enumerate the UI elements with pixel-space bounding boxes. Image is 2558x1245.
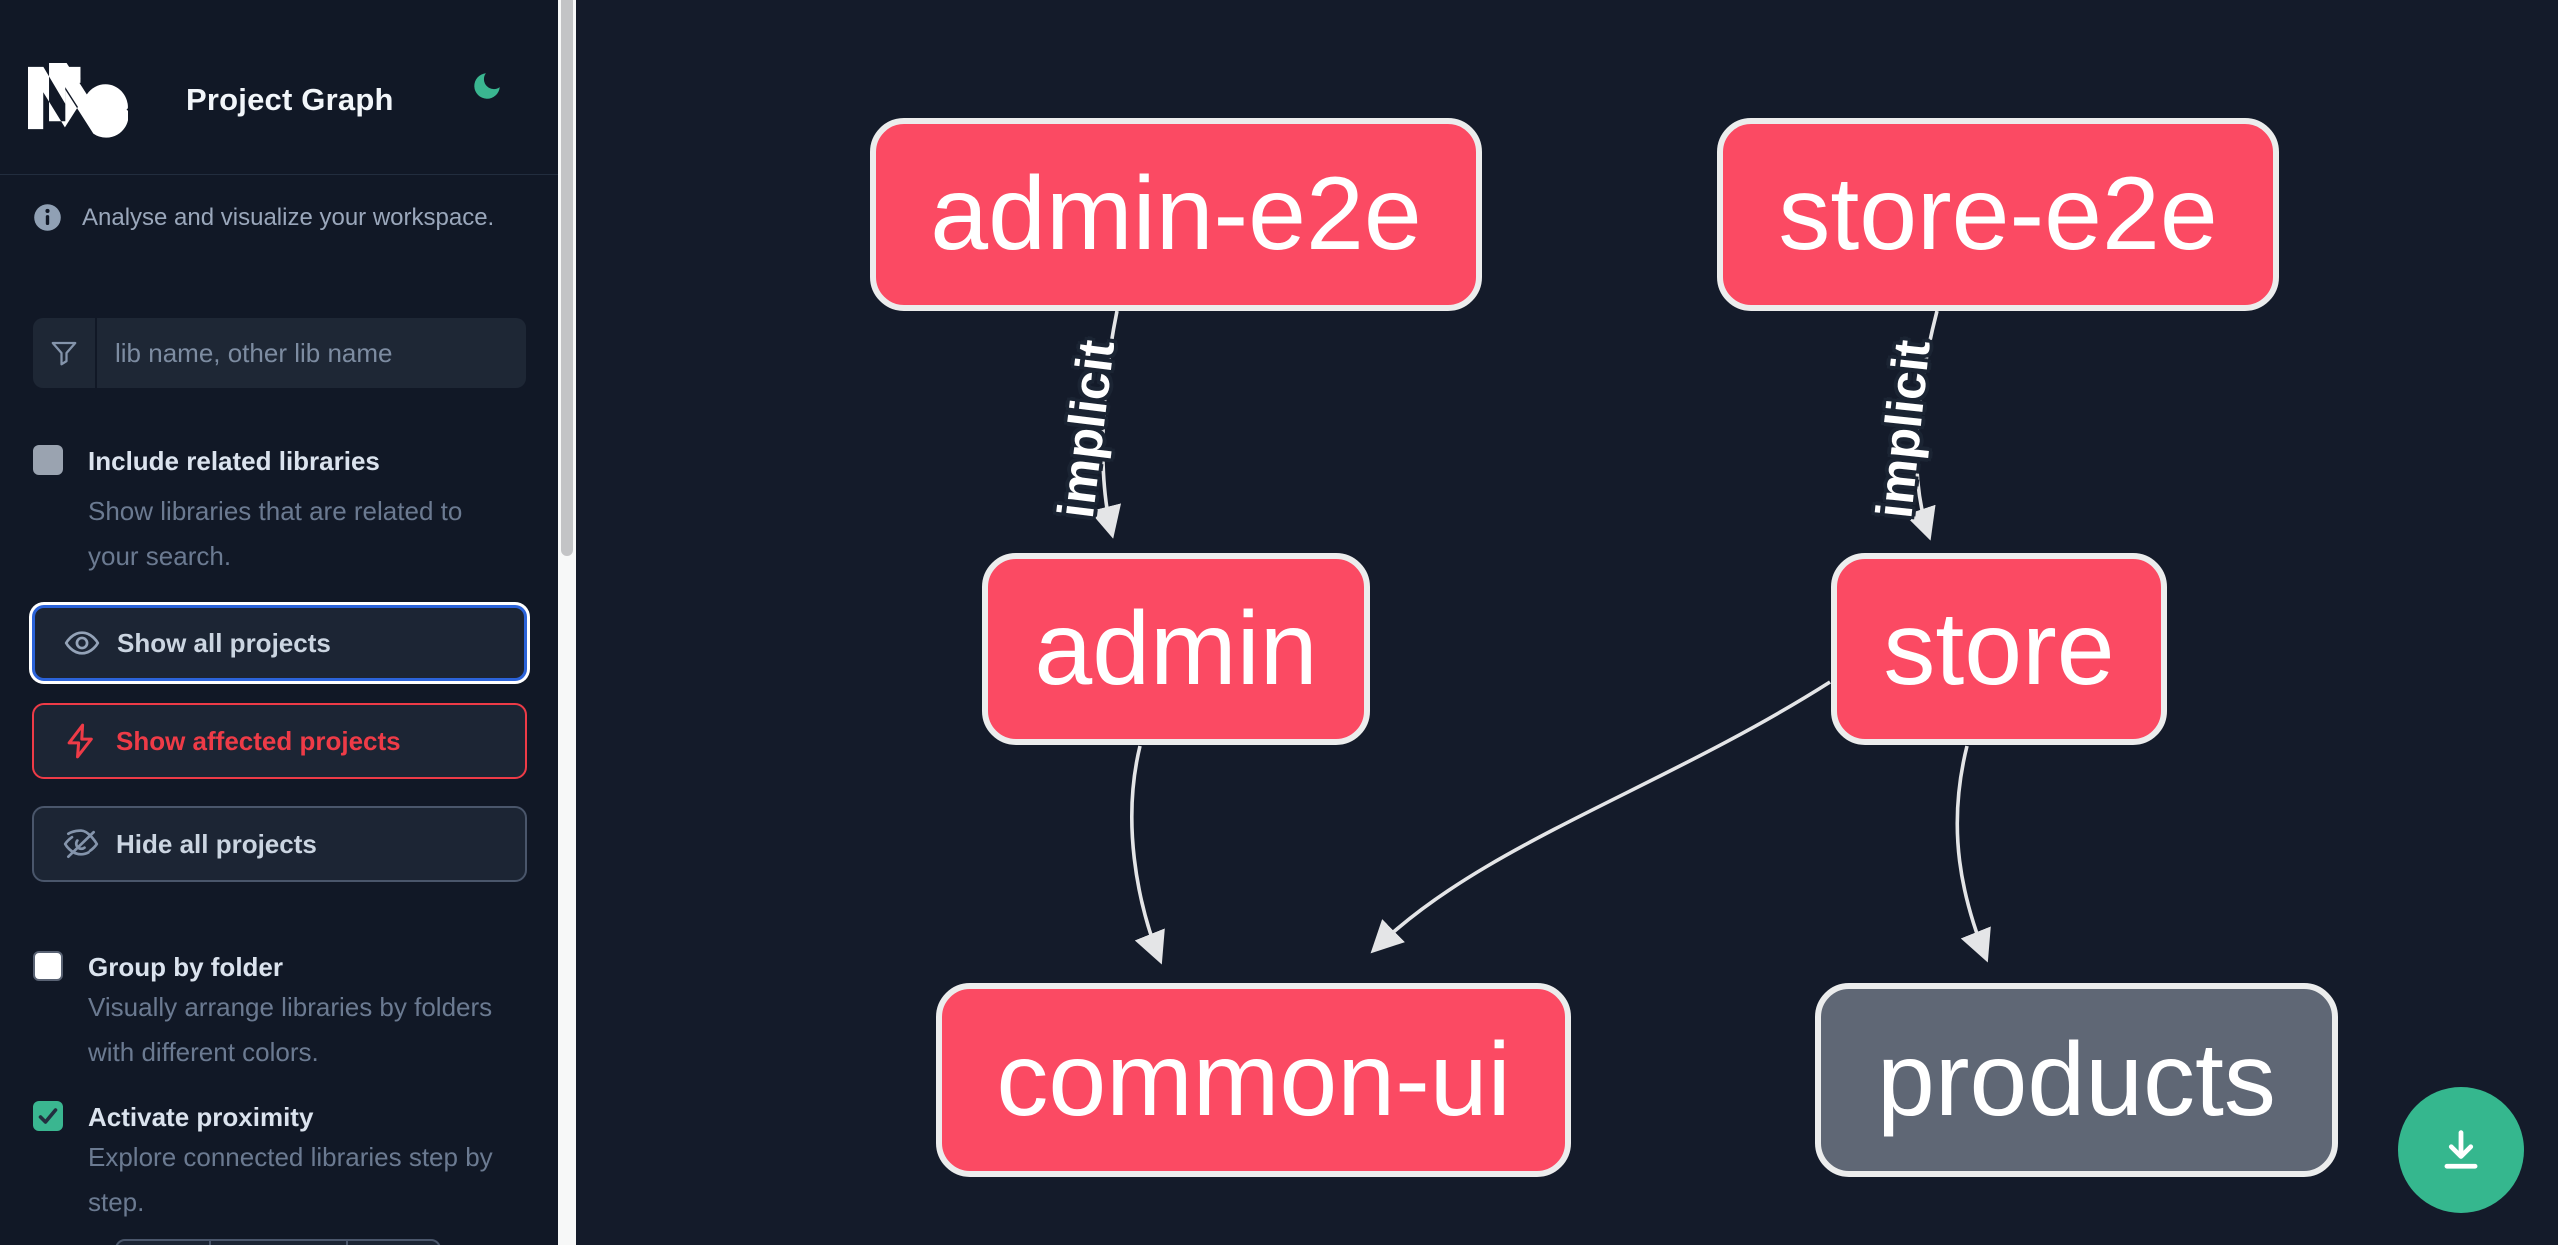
toggle-label: Activate proximity: [88, 1102, 314, 1132]
proximity-depth-stepper[interactable]: [115, 1239, 441, 1245]
stepper-value: [211, 1241, 348, 1245]
search-box: [33, 318, 526, 388]
hide-all-projects-button[interactable]: Hide all projects: [32, 806, 527, 882]
page-title: Project Graph: [186, 82, 394, 117]
graph-node-admin-e2e[interactable]: admin-e2e: [870, 118, 1482, 311]
eye-off-icon: [63, 829, 99, 859]
button-label: Show affected projects: [116, 725, 401, 756]
graph-node-store[interactable]: store: [1831, 553, 2167, 745]
nx-logo-icon: [28, 63, 128, 138]
sidebar: Project Graph Analyse and visualize your…: [0, 0, 558, 1245]
graph-node-common-ui[interactable]: common-ui: [936, 983, 1571, 1177]
theme-toggle-button[interactable]: [468, 68, 506, 106]
workspace-info: Analyse and visualize your workspace.: [33, 203, 494, 232]
info-icon: [34, 204, 61, 231]
sidebar-scrollbar-track[interactable]: [558, 0, 576, 1245]
toggle-description: Explore connected libraries step by step…: [88, 1142, 493, 1217]
eye-icon: [64, 631, 100, 655]
sidebar-scrollbar-thumb[interactable]: [561, 0, 573, 556]
info-text: Analyse and visualize your workspace.: [82, 203, 495, 231]
checkbox-include-related[interactable]: [33, 445, 63, 475]
stepper-increment[interactable]: [348, 1241, 439, 1245]
moon-icon: [474, 72, 500, 99]
filter-icon-cell: [33, 318, 97, 388]
bolt-icon: [67, 723, 93, 759]
graph-node-products[interactable]: products: [1815, 983, 2338, 1177]
show-affected-projects-button[interactable]: Show affected projects: [32, 703, 527, 779]
toggle-label: Group by folder: [88, 952, 283, 982]
show-all-projects-button[interactable]: Show all projects: [32, 605, 527, 681]
toggle-label: Include related libraries: [88, 446, 380, 476]
button-label: Hide all projects: [116, 828, 317, 859]
download-icon: [2444, 1130, 2478, 1169]
toggle-description: Show libraries that are related to your …: [88, 496, 463, 571]
graph-node-store-e2e[interactable]: store-e2e: [1717, 118, 2279, 311]
graph-node-admin[interactable]: admin: [982, 553, 1370, 745]
search-input[interactable]: [97, 318, 526, 388]
download-image-button[interactable]: [2398, 1087, 2524, 1213]
button-label: Show all projects: [117, 627, 331, 658]
checkbox-group-by-folder[interactable]: [33, 951, 63, 981]
check-icon: [38, 1108, 58, 1124]
filter-icon: [51, 341, 77, 366]
toggle-description: Visually arrange libraries by folders wi…: [88, 992, 493, 1067]
stepper-decrement[interactable]: [117, 1241, 211, 1245]
checkbox-activate-proximity[interactable]: [33, 1101, 63, 1131]
sidebar-header: Project Graph: [0, 0, 558, 175]
